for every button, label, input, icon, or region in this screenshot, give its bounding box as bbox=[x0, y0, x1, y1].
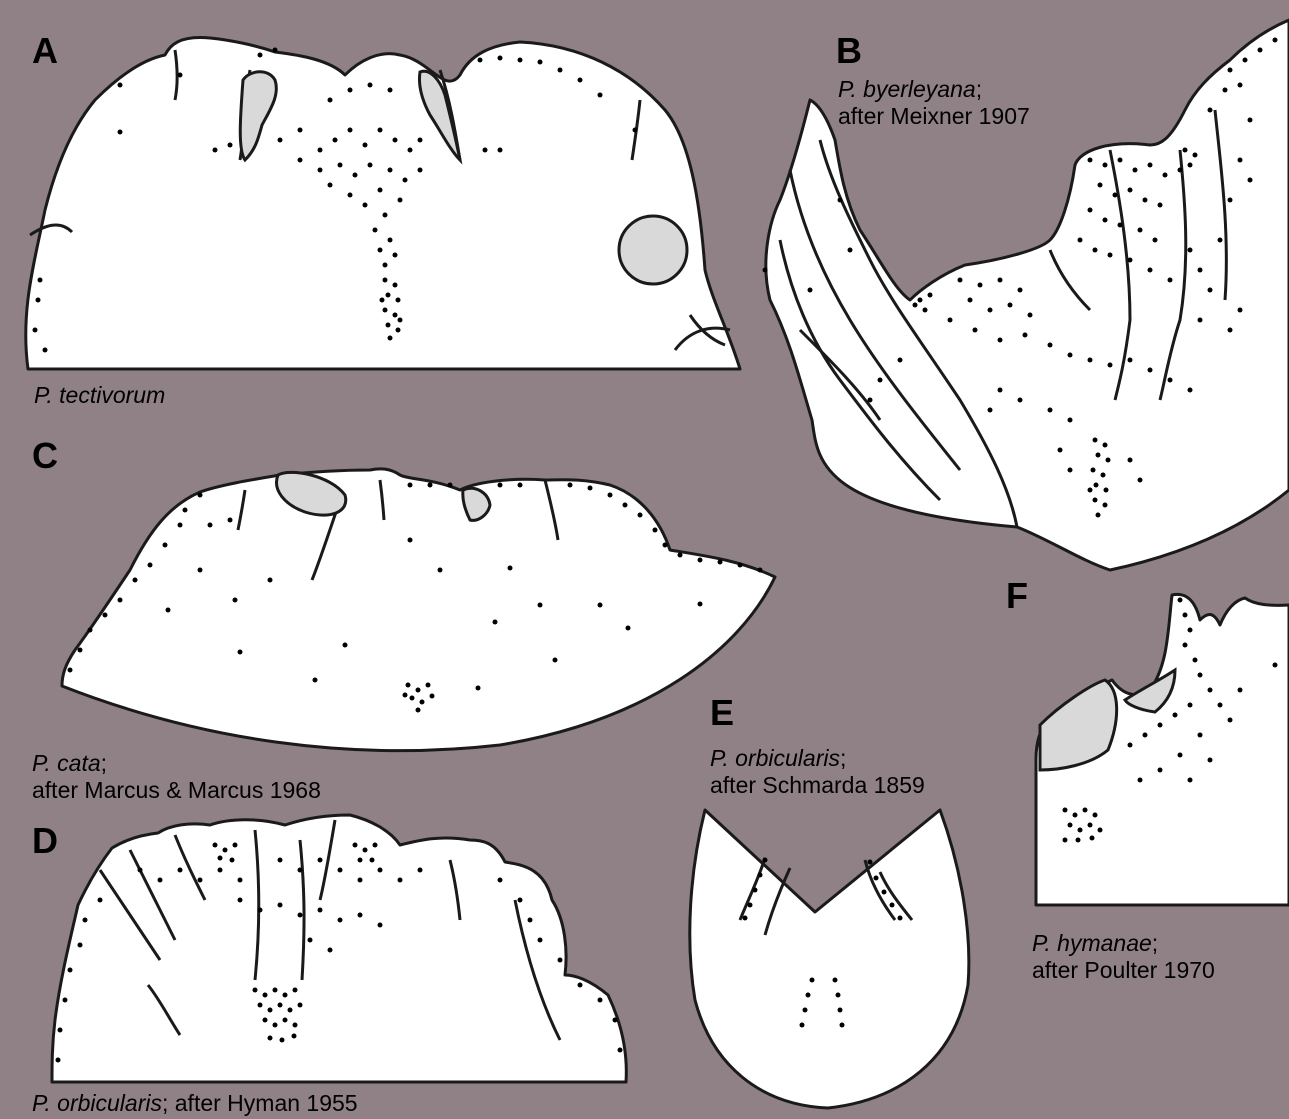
panel-b-species: P. byerleyana bbox=[838, 76, 976, 102]
panel-e-species: P. orbicularis bbox=[710, 745, 840, 771]
panel-b-caption: P. byerleyana; after Meixner 1907 bbox=[838, 76, 1030, 130]
panel-e-caption: P. orbicularis; after Schmarda 1859 bbox=[710, 745, 925, 799]
panel-c-caption: P. cata; after Marcus & Marcus 1968 bbox=[32, 750, 321, 804]
panel-d-species: P. orbicularis bbox=[32, 1090, 162, 1116]
panel-f-species: P. hymanae bbox=[1032, 930, 1152, 956]
panel-c-species: P. cata bbox=[32, 750, 101, 776]
panel-b-source: after Meixner 1907 bbox=[838, 103, 1030, 130]
panel-d-caption: P. orbicularis; after Hyman 1955 bbox=[32, 1090, 358, 1117]
panel-b-letter: B bbox=[836, 30, 862, 72]
panel-a-species: P. tectivorum bbox=[34, 382, 165, 408]
panel-a-drawing bbox=[26, 37, 740, 369]
panel-e-letter: E bbox=[710, 692, 734, 734]
panel-c-source: after Marcus & Marcus 1968 bbox=[32, 777, 321, 804]
panel-d-source: after Hyman 1955 bbox=[175, 1090, 358, 1116]
panel-d-letter: D bbox=[32, 820, 58, 862]
panel-c-letter: C bbox=[32, 435, 58, 477]
panel-f-caption: P. hymanae; after Poulter 1970 bbox=[1032, 930, 1215, 984]
panel-e-source: after Schmarda 1859 bbox=[710, 772, 925, 799]
panel-a-letter: A bbox=[32, 30, 58, 72]
panel-f-letter: F bbox=[1006, 575, 1028, 617]
panel-a-caption: P. tectivorum bbox=[34, 382, 165, 409]
panel-f-source: after Poulter 1970 bbox=[1032, 957, 1215, 984]
